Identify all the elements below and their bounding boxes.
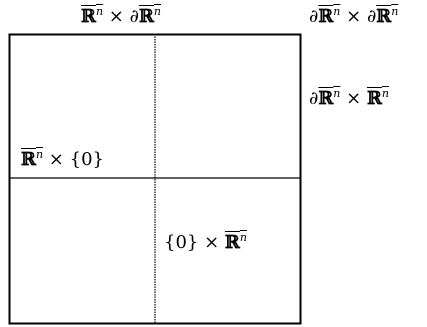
- label-corner-n2: n: [391, 5, 399, 18]
- label-right-R2: ℝ: [366, 88, 382, 109]
- label-vaxis-zero: {0}: [164, 232, 199, 253]
- label-right-n2: n: [381, 87, 389, 100]
- label-top-edge-partial: ∂: [129, 6, 139, 27]
- label-top-edge-n1: n: [95, 5, 104, 18]
- label-vaxis-R: ℝ: [224, 232, 240, 253]
- label-top-right-corner: ∂ℝn × ∂ℝn: [309, 6, 398, 28]
- label-top-edge-R2: ℝ: [138, 6, 154, 27]
- label-corner-R2: ℝ: [376, 6, 392, 27]
- label-corner-partial1: ∂: [309, 6, 319, 27]
- label-haxis-times: ×: [48, 149, 64, 170]
- label-corner-partial2: ∂: [366, 6, 377, 27]
- label-right-n1: n: [333, 87, 341, 100]
- label-top-edge-n2: n: [153, 5, 161, 18]
- label-haxis-zero: {0}: [69, 149, 104, 170]
- label-haxis-R: ℝ: [21, 149, 36, 170]
- label-right-R1: ℝ: [318, 88, 334, 109]
- label-corner-n1: n: [333, 5, 341, 18]
- label-horizontal-axis: ℝn × {0}: [21, 149, 104, 171]
- label-top-edge-times: ×: [108, 6, 124, 27]
- label-corner-times: ×: [346, 6, 362, 27]
- label-right-partial: ∂: [309, 88, 319, 109]
- label-vaxis-times: ×: [204, 232, 220, 253]
- label-corner-R1: ℝ: [318, 6, 334, 27]
- label-top-edge: ℝn × ∂ℝn: [81, 6, 161, 28]
- label-haxis-n: n: [35, 148, 44, 161]
- label-right-edge: ∂ℝn × ℝn: [309, 88, 389, 110]
- label-top-edge-R1: ℝ: [81, 6, 96, 27]
- label-right-times: ×: [346, 88, 362, 109]
- label-vaxis-n: n: [239, 231, 247, 244]
- label-vertical-axis: {0} × ℝn: [164, 232, 247, 254]
